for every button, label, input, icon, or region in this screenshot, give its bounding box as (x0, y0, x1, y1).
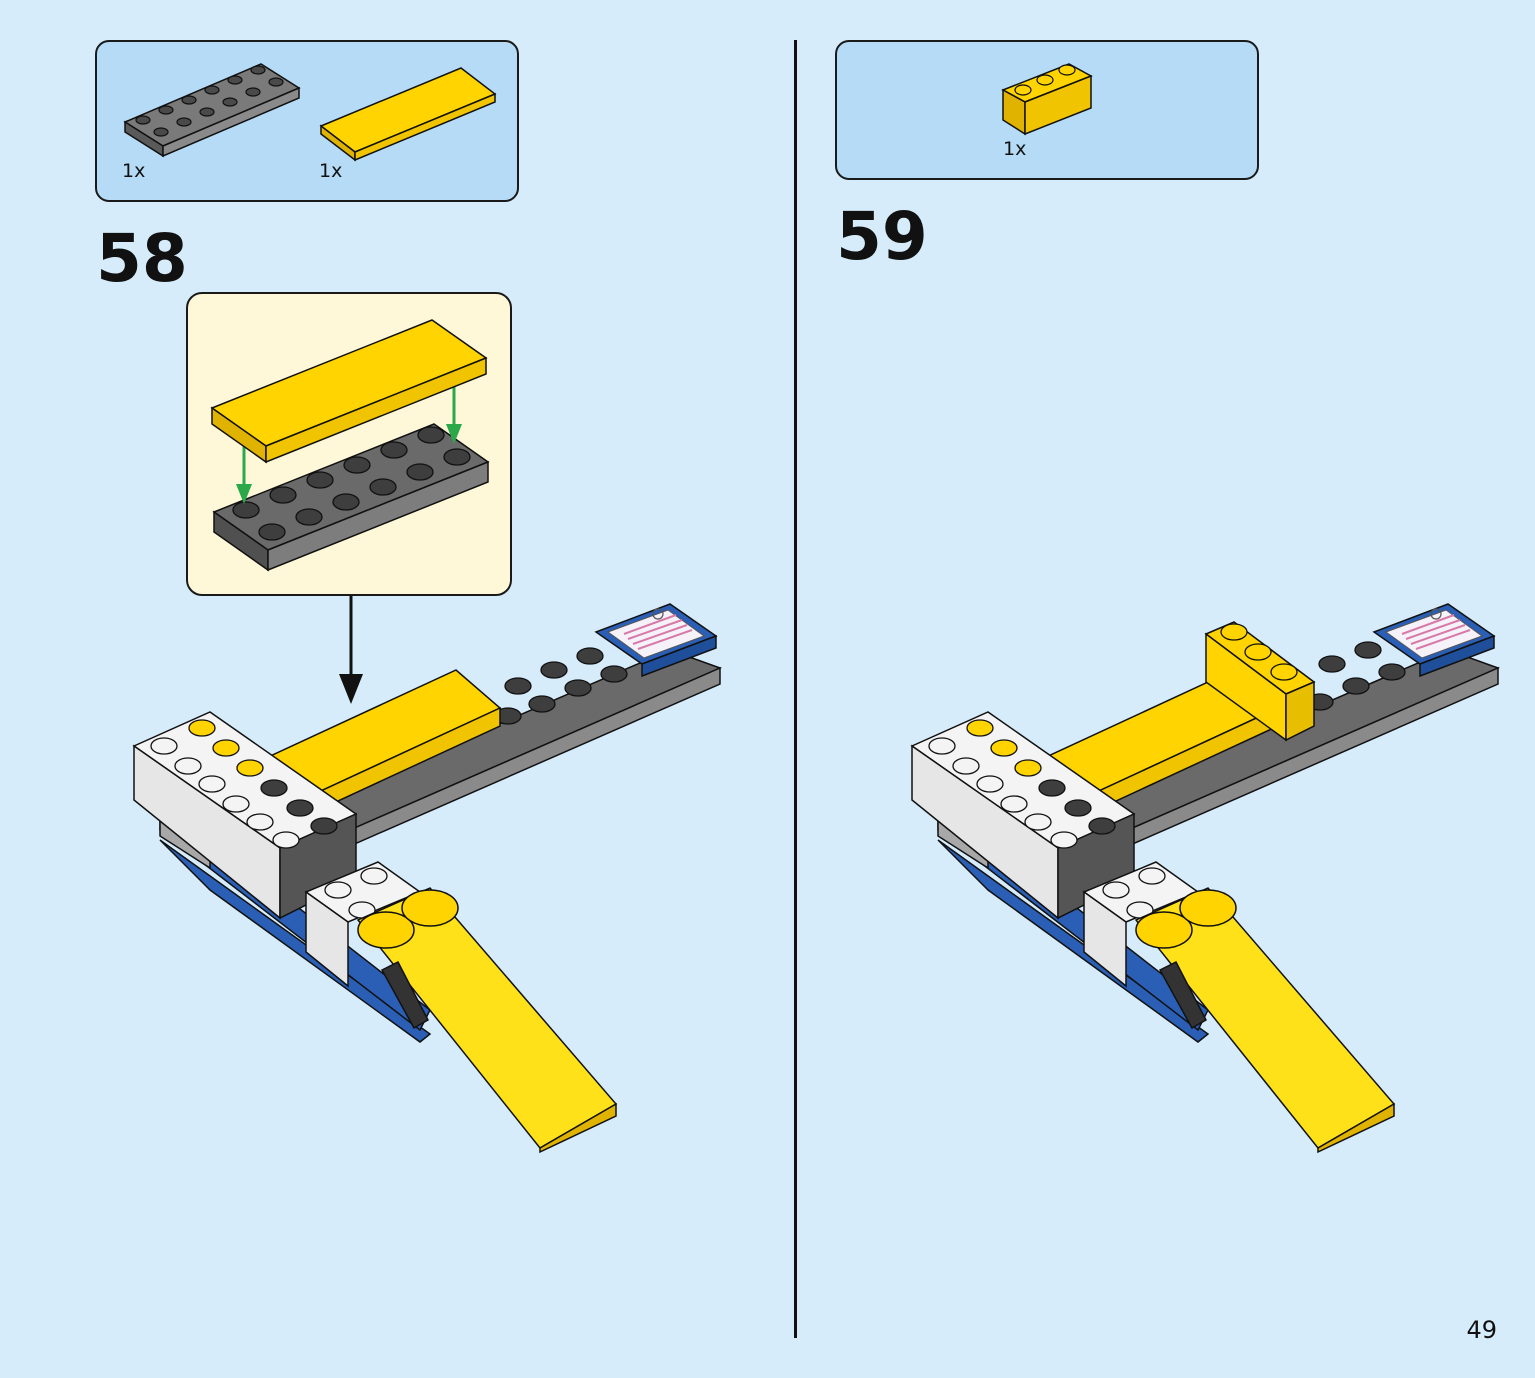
step-number-59: 59 (836, 198, 928, 275)
parts-box-step-58: 1x 1x (95, 40, 519, 202)
part-quantity: 1x (319, 160, 343, 182)
model-illustration-step-59 (910, 603, 1501, 1154)
parts-box-step-59: 1x (835, 40, 1259, 180)
subassembly-illustration (210, 319, 490, 572)
placement-arrow (339, 596, 363, 704)
part-quantity: 1x (1003, 138, 1027, 160)
part-quantity: 1x (122, 160, 146, 182)
step-number-58: 58 (96, 220, 188, 297)
page-number: 49 (1466, 1316, 1497, 1344)
gray-plate-2x6-icon (123, 63, 301, 158)
model-illustration-step-58 (132, 603, 723, 1154)
page-divider (794, 40, 797, 1338)
yellow-tile-2x6-icon (319, 67, 497, 162)
callout-subassembly (186, 292, 512, 596)
yellow-brick-1x3-icon (1001, 63, 1093, 136)
